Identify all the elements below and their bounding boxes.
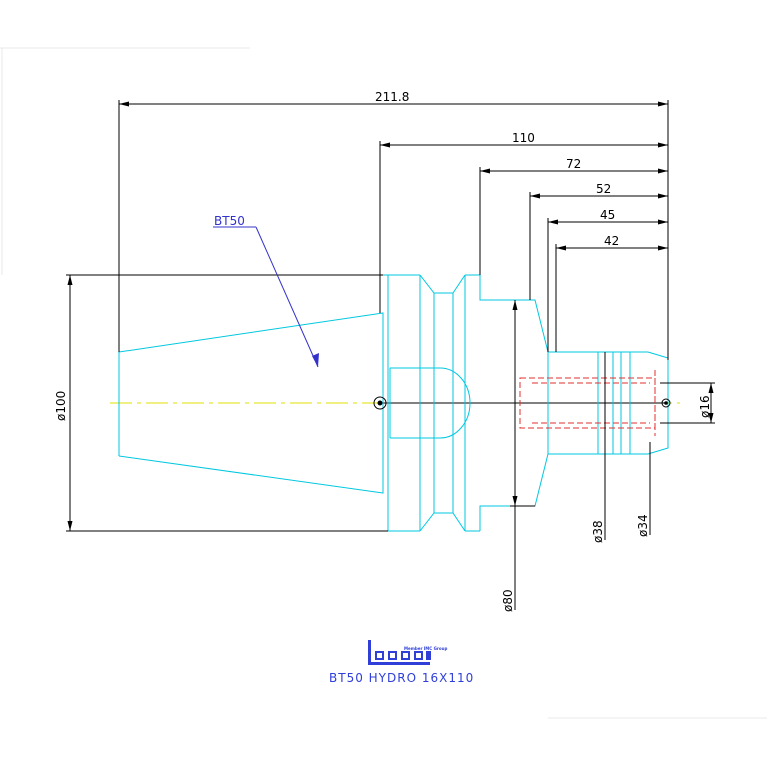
gauge-point-dot bbox=[377, 400, 383, 406]
dim-step-45: 45 bbox=[600, 208, 615, 222]
gauge-point-marker bbox=[373, 396, 387, 410]
bt50-callout bbox=[213, 226, 319, 368]
diameter-arrowheads bbox=[67, 275, 714, 531]
dim-taper-diameter: ø100 bbox=[54, 391, 68, 421]
dim-gauge-to-end: 110 bbox=[512, 131, 535, 145]
dim-bore-diameter: ø16 bbox=[698, 395, 712, 418]
dim-overall-length: 211.8 bbox=[375, 90, 409, 104]
brand-logo: Member IMC Group bbox=[368, 640, 447, 665]
bt50-callout-label: BT50 bbox=[214, 214, 245, 228]
brand-tagline: Member IMC Group bbox=[404, 646, 447, 651]
length-arrowheads bbox=[119, 101, 668, 251]
dim-step-42: 42 bbox=[604, 234, 619, 248]
dim-clamp-diameter: ø34 bbox=[636, 514, 650, 537]
sheet-frame bbox=[0, 47, 767, 719]
dim-neck-to-end: 52 bbox=[596, 182, 611, 196]
hidden-lines bbox=[519, 370, 656, 436]
dim-body-diameter: ø80 bbox=[501, 589, 515, 612]
dim-nose-diameter: ø38 bbox=[591, 520, 605, 543]
end-point-dot bbox=[664, 401, 668, 405]
diameter-dimensions bbox=[66, 274, 715, 610]
drawing-caption: BT50 HYDRO 16X110 bbox=[329, 671, 474, 685]
end-point-marker bbox=[661, 398, 671, 408]
length-dimensions bbox=[118, 100, 669, 360]
dim-flange-to-end: 72 bbox=[566, 157, 581, 171]
tool-outline bbox=[118, 274, 669, 532]
